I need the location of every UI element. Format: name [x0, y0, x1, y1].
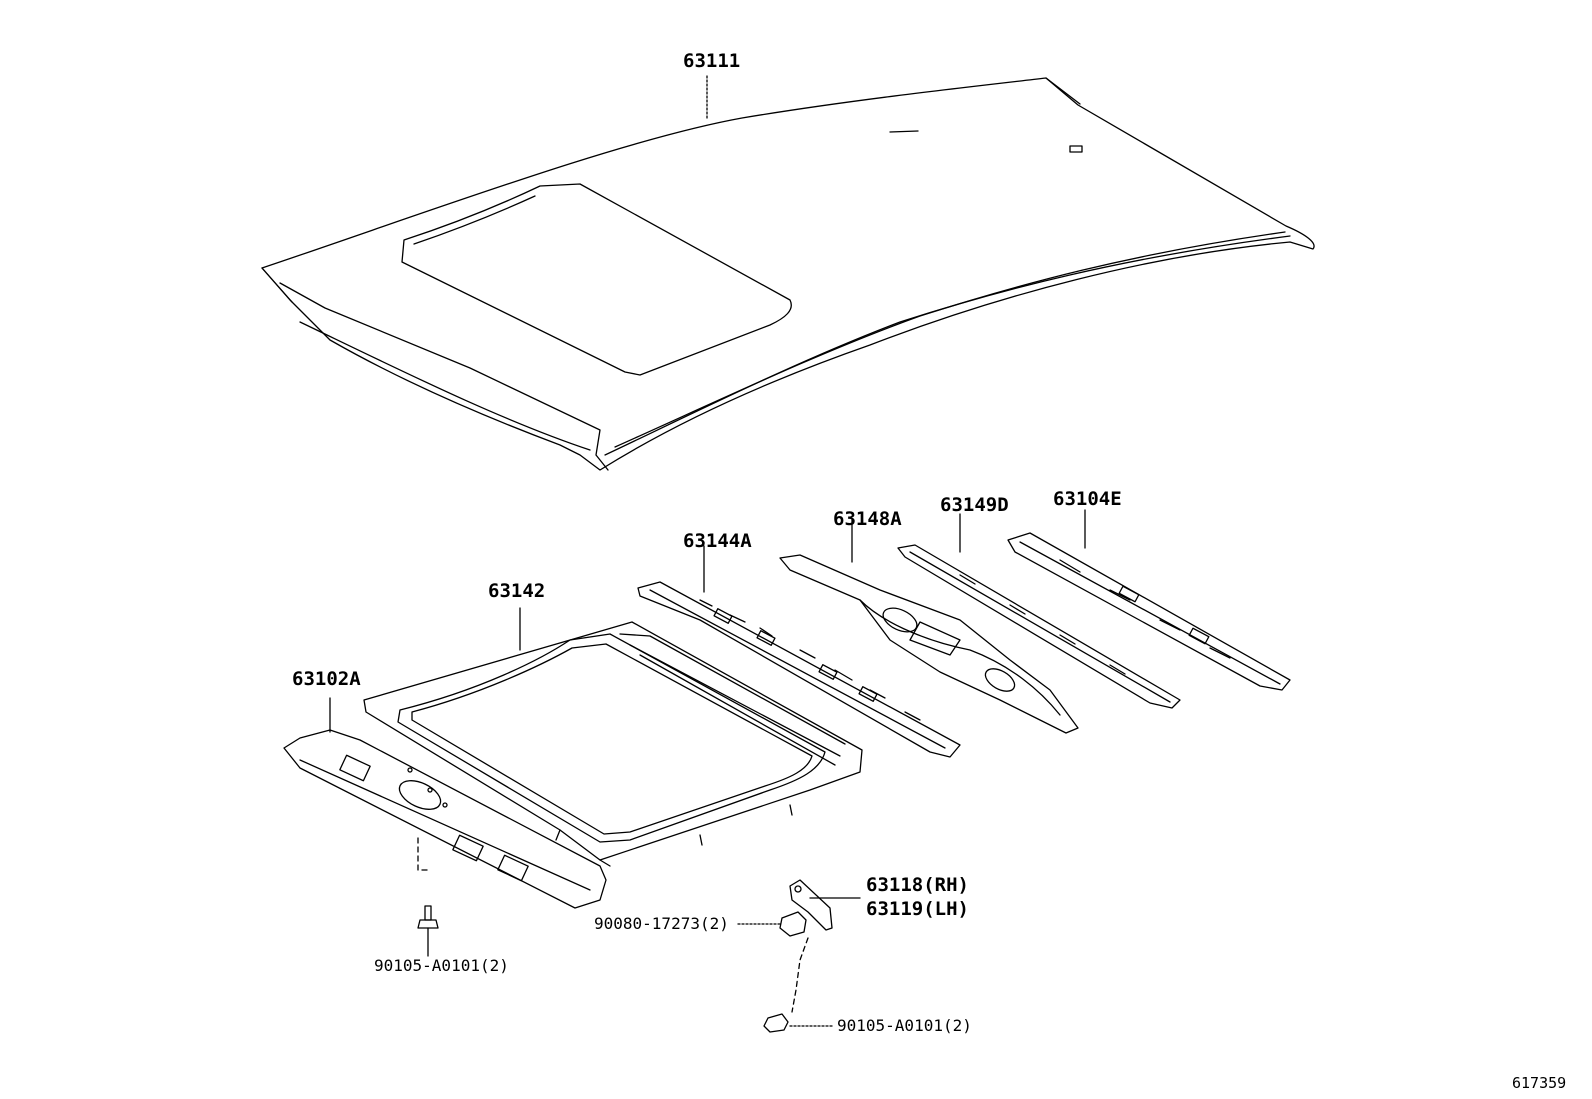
front-header-63102a-shape	[283, 729, 607, 909]
leader-bolt-left-dashed	[417, 837, 429, 871]
label-63142[interactable]: 63142	[488, 580, 546, 602]
label-63118-rh[interactable]: 63118(RH)	[866, 874, 969, 896]
diagram-reference-number: 617359	[1512, 1074, 1567, 1092]
label-nut-90080[interactable]: 90080-17273(2)	[594, 914, 729, 933]
bolt-right-shape	[763, 1013, 833, 1033]
bracket-shape	[789, 879, 861, 931]
label-63144a[interactable]: 63144A	[683, 530, 752, 552]
roof-bow-63148a-shape	[779, 554, 1079, 734]
label-63102a[interactable]: 63102A	[292, 668, 361, 690]
bolt-left-shape	[417, 905, 439, 957]
roof-panel-shape	[261, 77, 1315, 471]
label-bolt-left-90105[interactable]: 90105-A0101(2)	[374, 956, 509, 975]
roof-bow-63144a-shape	[637, 581, 961, 758]
sunroof-reinforcement-63142-shape	[363, 621, 863, 867]
label-63149d[interactable]: 63149D	[940, 494, 1009, 516]
leader-bolt-right-dashed	[791, 937, 809, 1013]
roof-bow-63104e-shape	[1007, 532, 1291, 691]
label-63104e[interactable]: 63104E	[1053, 488, 1122, 510]
label-63111[interactable]: 63111	[683, 50, 741, 72]
label-bolt-right-90105[interactable]: 90105-A0101(2)	[837, 1016, 972, 1035]
roof-bow-63149d-shape	[897, 544, 1181, 709]
label-63148a[interactable]: 63148A	[833, 508, 902, 530]
label-63119-lh[interactable]: 63119(LH)	[866, 898, 969, 920]
nut-shape	[737, 911, 807, 937]
